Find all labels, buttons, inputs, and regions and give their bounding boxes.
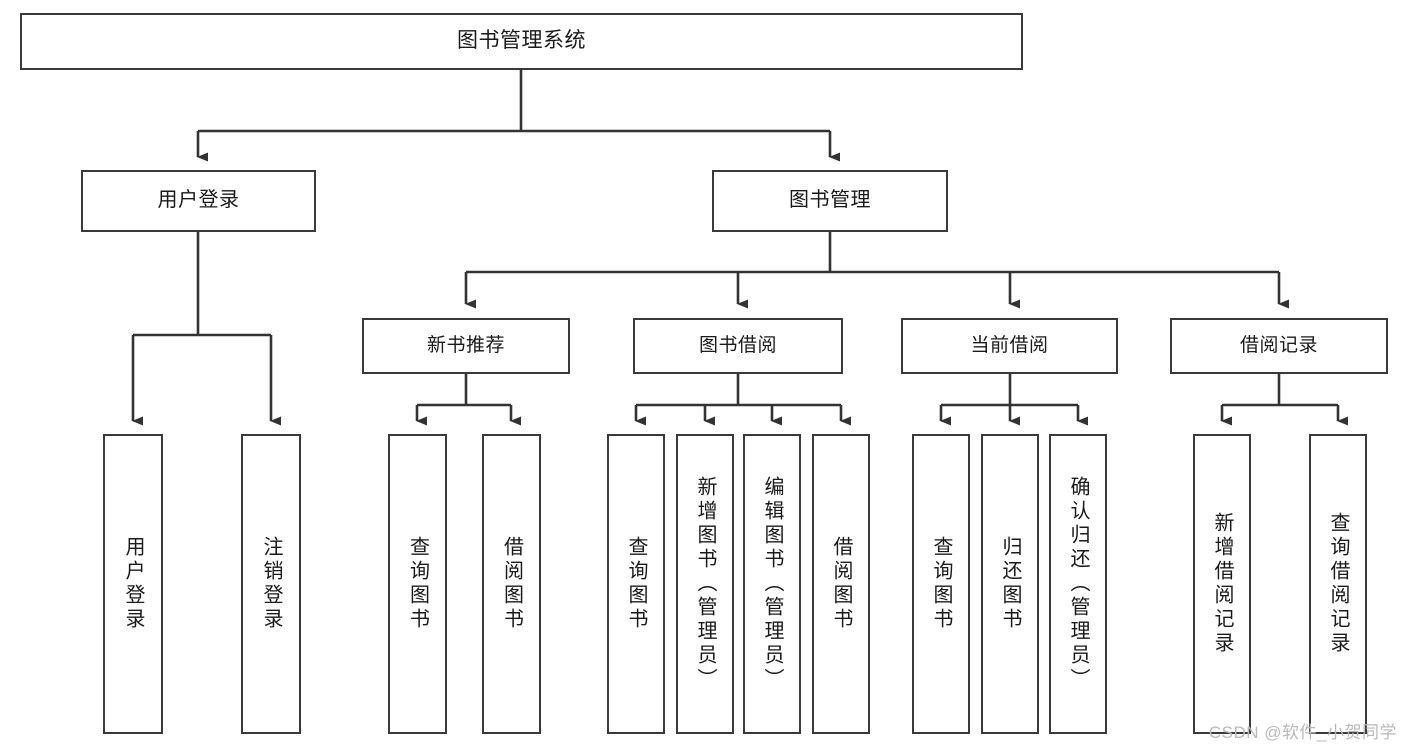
node-label: 查询图书 (406, 536, 429, 632)
node-label: 图书借阅 (698, 334, 777, 356)
node-label: 借阅记录 (1239, 334, 1318, 356)
node-label: 借阅图书 (830, 536, 852, 632)
leaf-borrow-edit-book-admin[interactable]: 编辑图书（管理员） (743, 434, 801, 734)
leaf-borrow-query-book[interactable]: 查询图书 (607, 434, 665, 734)
node-label: 注销登录 (260, 536, 282, 632)
node-root-system[interactable]: 图书管理系统 (20, 13, 1023, 70)
leaf-recommend-borrow-book[interactable]: 借阅图书 (482, 434, 541, 734)
node-label: 图书管理系统 (457, 29, 586, 53)
node-current-borrow[interactable]: 当前借阅 (901, 318, 1118, 374)
node-label: 编辑图书（管理员） (761, 476, 783, 692)
node-label: 用户登录 (157, 189, 240, 212)
leaf-current-query-book[interactable]: 查询图书 (912, 434, 970, 734)
leaf-borrow-borrow-book[interactable]: 借阅图书 (812, 434, 870, 734)
node-label: 借阅图书 (500, 536, 523, 632)
leaf-borrow-add-book-admin[interactable]: 新增图书（管理员） (676, 434, 734, 734)
node-label: 查询图书 (930, 536, 952, 632)
node-label: 查询图书 (625, 536, 647, 632)
node-book-borrow[interactable]: 图书借阅 (633, 318, 843, 374)
node-label: 归还图书 (999, 536, 1021, 632)
node-label: 查询借阅记录 (1327, 512, 1349, 656)
node-label: 新增图书（管理员） (694, 476, 716, 692)
node-label: 图书管理 (789, 189, 871, 212)
node-label: 当前借阅 (970, 334, 1049, 356)
node-borrow-record[interactable]: 借阅记录 (1170, 318, 1388, 374)
node-new-book-recommend[interactable]: 新书推荐 (362, 318, 570, 374)
node-book-management[interactable]: 图书管理 (712, 170, 948, 232)
node-user-login[interactable]: 用户登录 (81, 170, 316, 232)
node-label: 新增借阅记录 (1211, 512, 1233, 656)
leaf-record-query-record[interactable]: 查询借阅记录 (1309, 434, 1367, 734)
leaf-current-return-book[interactable]: 归还图书 (981, 434, 1039, 734)
node-label: 新书推荐 (426, 334, 505, 356)
leaf-user-login-signout[interactable]: 注销登录 (241, 434, 301, 734)
leaf-recommend-query-book[interactable]: 查询图书 (388, 434, 447, 734)
leaf-record-add-record[interactable]: 新增借阅记录 (1193, 434, 1251, 734)
csdn-watermark: CSDN @软件_小贺同学 (1208, 723, 1397, 742)
node-label: 确认归还（管理员） (1067, 476, 1089, 692)
leaf-user-login-signin[interactable]: 用户登录 (103, 434, 163, 734)
leaf-current-confirm-return-admin[interactable]: 确认归还（管理员） (1049, 434, 1107, 734)
node-label: 用户登录 (122, 536, 144, 632)
